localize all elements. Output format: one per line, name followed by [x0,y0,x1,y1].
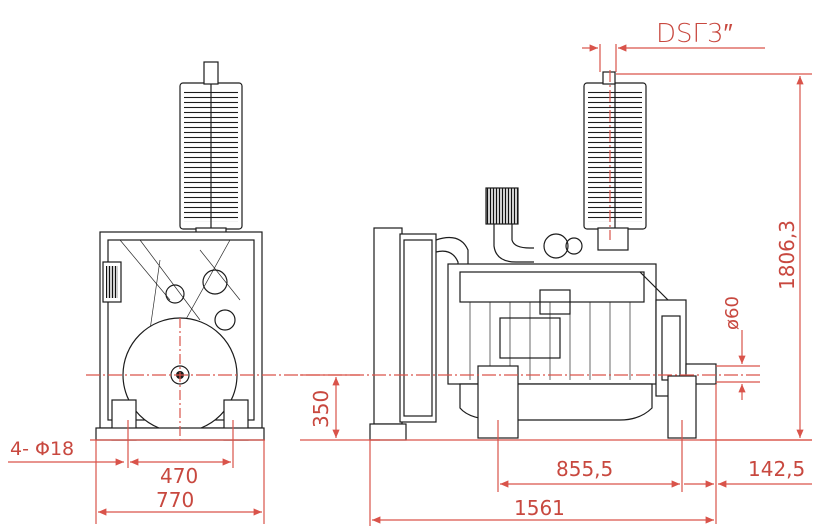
front-mount-spacing-label: 470 [160,464,198,488]
side-exhaust-pipe [602,71,616,85]
side-engine-block [447,263,657,385]
rear-mount-label: 855,5 [556,457,613,481]
front-overall-width-label: 770 [156,488,194,512]
side-rear-mount [667,375,697,439]
air-filter [485,187,519,225]
shaft-height-label: 350 [309,390,333,428]
overall-height-label: 1806,3 [775,220,799,290]
front-exhaust-pipe [203,61,219,85]
shaft-diameter-dimension: ø60 [716,296,760,400]
shaft-extension-label: 142,5 [748,457,805,481]
exhaust-size-label: DSΓ3″ [656,19,733,49]
front-mount-spacing-dimension: 470 [130,458,231,488]
exhaust-dimension: DSΓ3″ [582,19,765,72]
rear-mount-dimension: 855,5 [497,420,683,492]
overall-height-dimension: 1806,3 [616,73,812,441]
mount-holes-label: 4- Φ18 [10,438,74,460]
shaft-diameter-label: ø60 [722,296,743,330]
center-lines [86,70,760,468]
shaft-height-dimension: 350 [300,374,380,441]
mount-holes-dimension: 4- Φ18 [8,438,124,466]
front-view-engine [95,61,265,441]
side-view-engine [369,71,717,441]
turbocharger [543,233,569,259]
front-overall-width-dimension: 770 [95,440,265,524]
overall-length-label: 1561 [514,496,565,520]
shaft-extension-dimension: 142,5 [684,384,812,524]
overall-length-dimension: 1561 [369,440,714,526]
radiator [373,227,403,425]
